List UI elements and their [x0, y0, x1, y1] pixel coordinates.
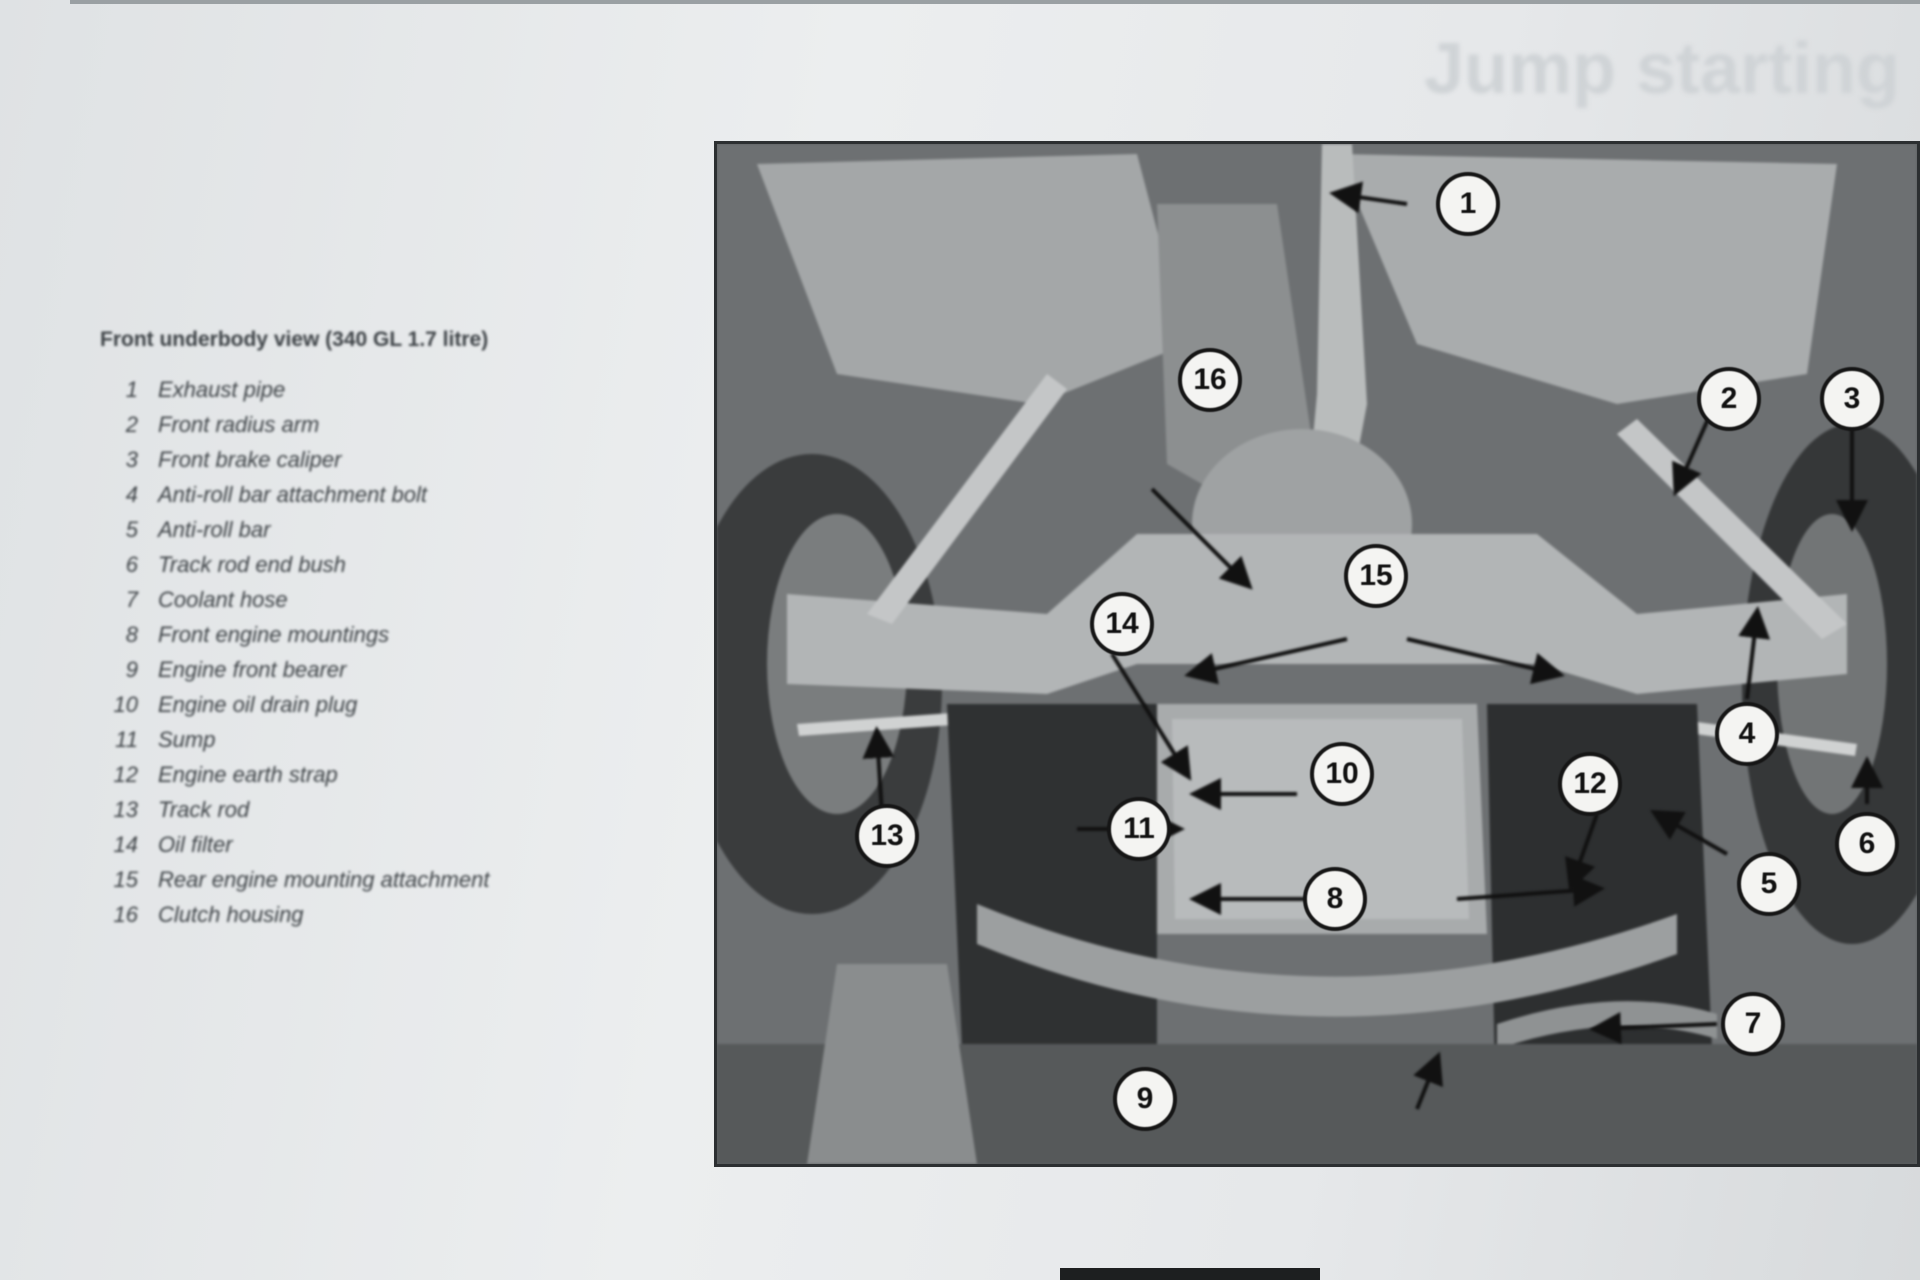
- callout-16: 16: [1178, 348, 1242, 412]
- callout-12: 12: [1558, 752, 1622, 816]
- callout-10: 10: [1310, 742, 1374, 806]
- underbody-photo: 1 2 3 4 5 6 7 8 9 10 11 12 13 14 15 16: [714, 141, 1920, 1167]
- callout-layer: 1 2 3 4 5 6 7 8 9 10 11 12 13 14 15 16: [717, 144, 1917, 1164]
- pointer-arrows: [862, 181, 1883, 1110]
- callout-6: 6: [1835, 812, 1899, 876]
- callout-4: 4: [1715, 702, 1779, 766]
- figure-caption: Front underbody view (340 GL 1.7 litre) …: [100, 328, 700, 932]
- callout-11: 11: [1107, 797, 1171, 861]
- caption-title: Front underbody view (340 GL 1.7 litre): [100, 328, 489, 351]
- bleed-through-text: [130, 1125, 1920, 1157]
- callout-7: 7: [1721, 992, 1785, 1056]
- callout-9: 9: [1113, 1067, 1177, 1131]
- callout-3: 3: [1820, 367, 1884, 431]
- callout-15: 15: [1344, 544, 1408, 608]
- bottom-edge: [1060, 1268, 1320, 1280]
- callout-8: 8: [1303, 867, 1367, 931]
- top-rule: [70, 0, 1920, 4]
- section-heading: Jump starting: [1423, 29, 1900, 109]
- arrow-layer: [862, 181, 1883, 1110]
- callout-13: 13: [855, 804, 919, 868]
- callout-1: 1: [1436, 172, 1500, 236]
- callout-5: 5: [1737, 852, 1801, 916]
- callout-2: 2: [1697, 367, 1761, 431]
- callout-14: 14: [1090, 592, 1154, 656]
